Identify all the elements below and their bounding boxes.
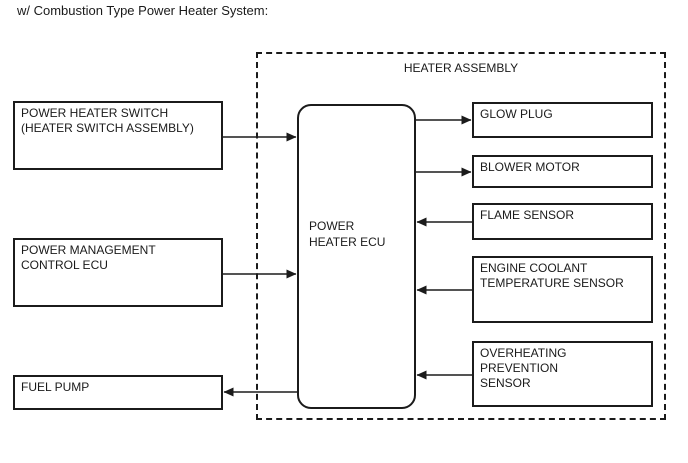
node-power-heater-ecu: POWER HEATER ECU [297,104,416,409]
node-fuel-pump: FUEL PUMP [13,375,223,410]
node-power-management-control-ecu: POWER MANAGEMENT CONTROL ECU [13,238,223,307]
node-blower-motor: BLOWER MOTOR [472,155,653,188]
node-engine-coolant-temperature-sensor: ENGINE COOLANT TEMPERATURE SENSOR [472,256,653,323]
page-title: w/ Combustion Type Power Heater System: [17,3,269,18]
node-flame-sensor: FLAME SENSOR [472,203,653,240]
node-power-heater-ecu-label: POWER HEATER ECU [309,219,386,249]
heater-assembly-label: HEATER ASSEMBLY [403,61,519,75]
node-power-heater-switch: POWER HEATER SWITCH (HEATER SWITCH ASSEM… [13,101,223,170]
heater-assembly-boundary: HEATER ASSEMBLY [256,52,666,420]
node-overheating-prevention-sensor: OVERHEATING PREVENTION SENSOR [472,341,653,407]
node-glow-plug: GLOW PLUG [472,102,653,138]
